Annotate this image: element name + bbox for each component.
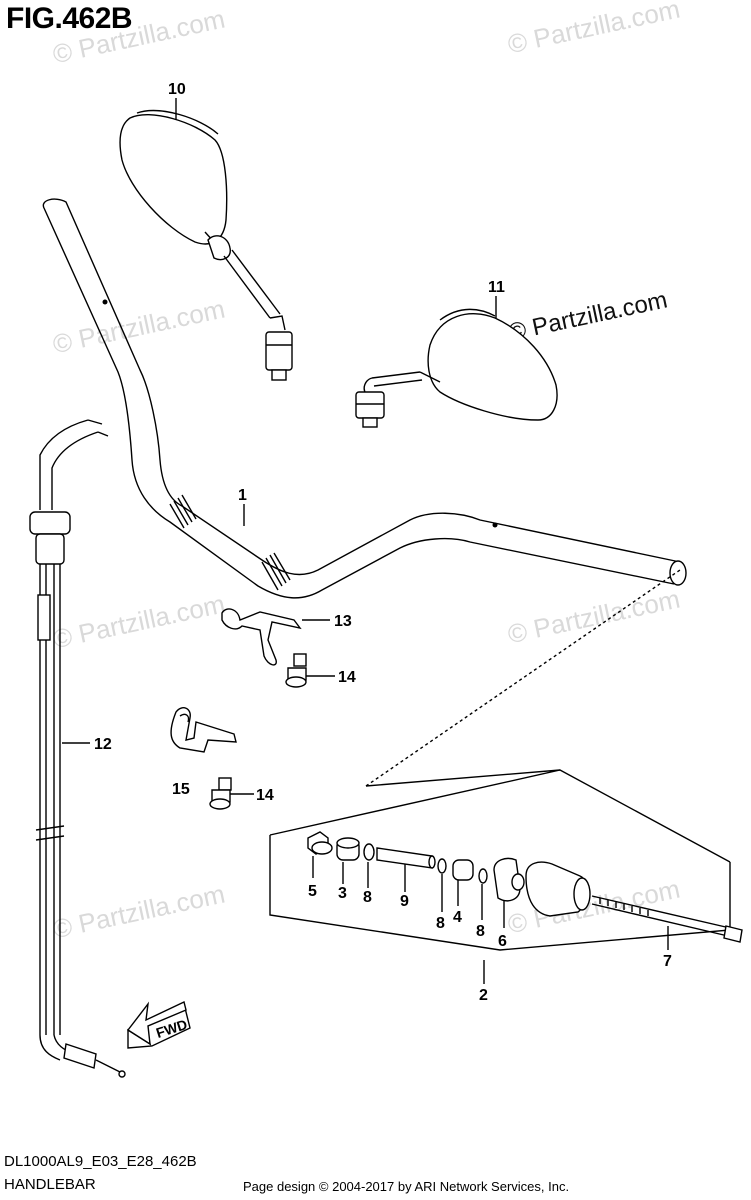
forward-arrow-icon: FWD — [126, 1001, 191, 1049]
callout-10: 10 — [168, 81, 186, 98]
callout-9: 9 — [400, 893, 409, 910]
callout-15: 15 — [172, 781, 190, 798]
damper-4[interactable] — [452, 859, 474, 881]
callout-5: 5 — [308, 883, 317, 900]
callout-1: 1 — [238, 487, 247, 504]
clamp-13[interactable] — [221, 608, 302, 666]
figure-title: FIG.462B — [6, 2, 133, 35]
leader-lines — [62, 98, 669, 984]
callout-12: 12 — [94, 736, 112, 753]
rod-9[interactable] — [376, 847, 436, 869]
handlebar[interactable] — [42, 198, 687, 599]
callout-8c: 8 — [476, 923, 485, 940]
right-mirror[interactable] — [355, 308, 558, 428]
callout-8a: 8 — [363, 889, 372, 906]
balancer-weight[interactable] — [525, 861, 591, 917]
figure-name: HANDLEBAR — [4, 1176, 96, 1193]
callout-3: 3 — [338, 885, 347, 902]
bolt-5[interactable] — [307, 831, 333, 855]
callout-6: 6 — [498, 933, 507, 950]
callout-14a: 14 — [338, 669, 356, 686]
clamp-15[interactable] — [170, 707, 237, 753]
bolt-14a[interactable] — [285, 653, 307, 688]
washer-8b[interactable] — [437, 858, 447, 874]
copyright-text: Page design © 2004-2017 by ARI Network S… — [243, 1179, 570, 1194]
callout-11: 11 — [488, 279, 505, 296]
callout-labels: 10 11 1 13 14 12 14 15 5 3 8 9 8 4 8 6 7… — [94, 81, 672, 1004]
washer-8c[interactable] — [478, 868, 488, 884]
callout-7: 7 — [663, 953, 672, 970]
callout-4: 4 — [453, 909, 462, 926]
callout-2: 2 — [479, 987, 488, 1004]
left-mirror[interactable] — [119, 109, 293, 381]
callout-14b: 14 — [256, 787, 274, 804]
balancer-assembly-box — [269, 569, 731, 951]
bolt-14b[interactable] — [209, 777, 232, 810]
throttle-cable[interactable] — [29, 419, 126, 1078]
collar-3[interactable] — [336, 837, 360, 861]
washer-8a[interactable] — [363, 843, 375, 861]
weight-6[interactable] — [493, 857, 525, 902]
callout-13: 13 — [334, 613, 352, 630]
screw-7[interactable] — [591, 895, 743, 943]
model-code: DL1000AL9_E03_E28_462B — [4, 1153, 197, 1170]
callout-8b: 8 — [436, 915, 445, 932]
